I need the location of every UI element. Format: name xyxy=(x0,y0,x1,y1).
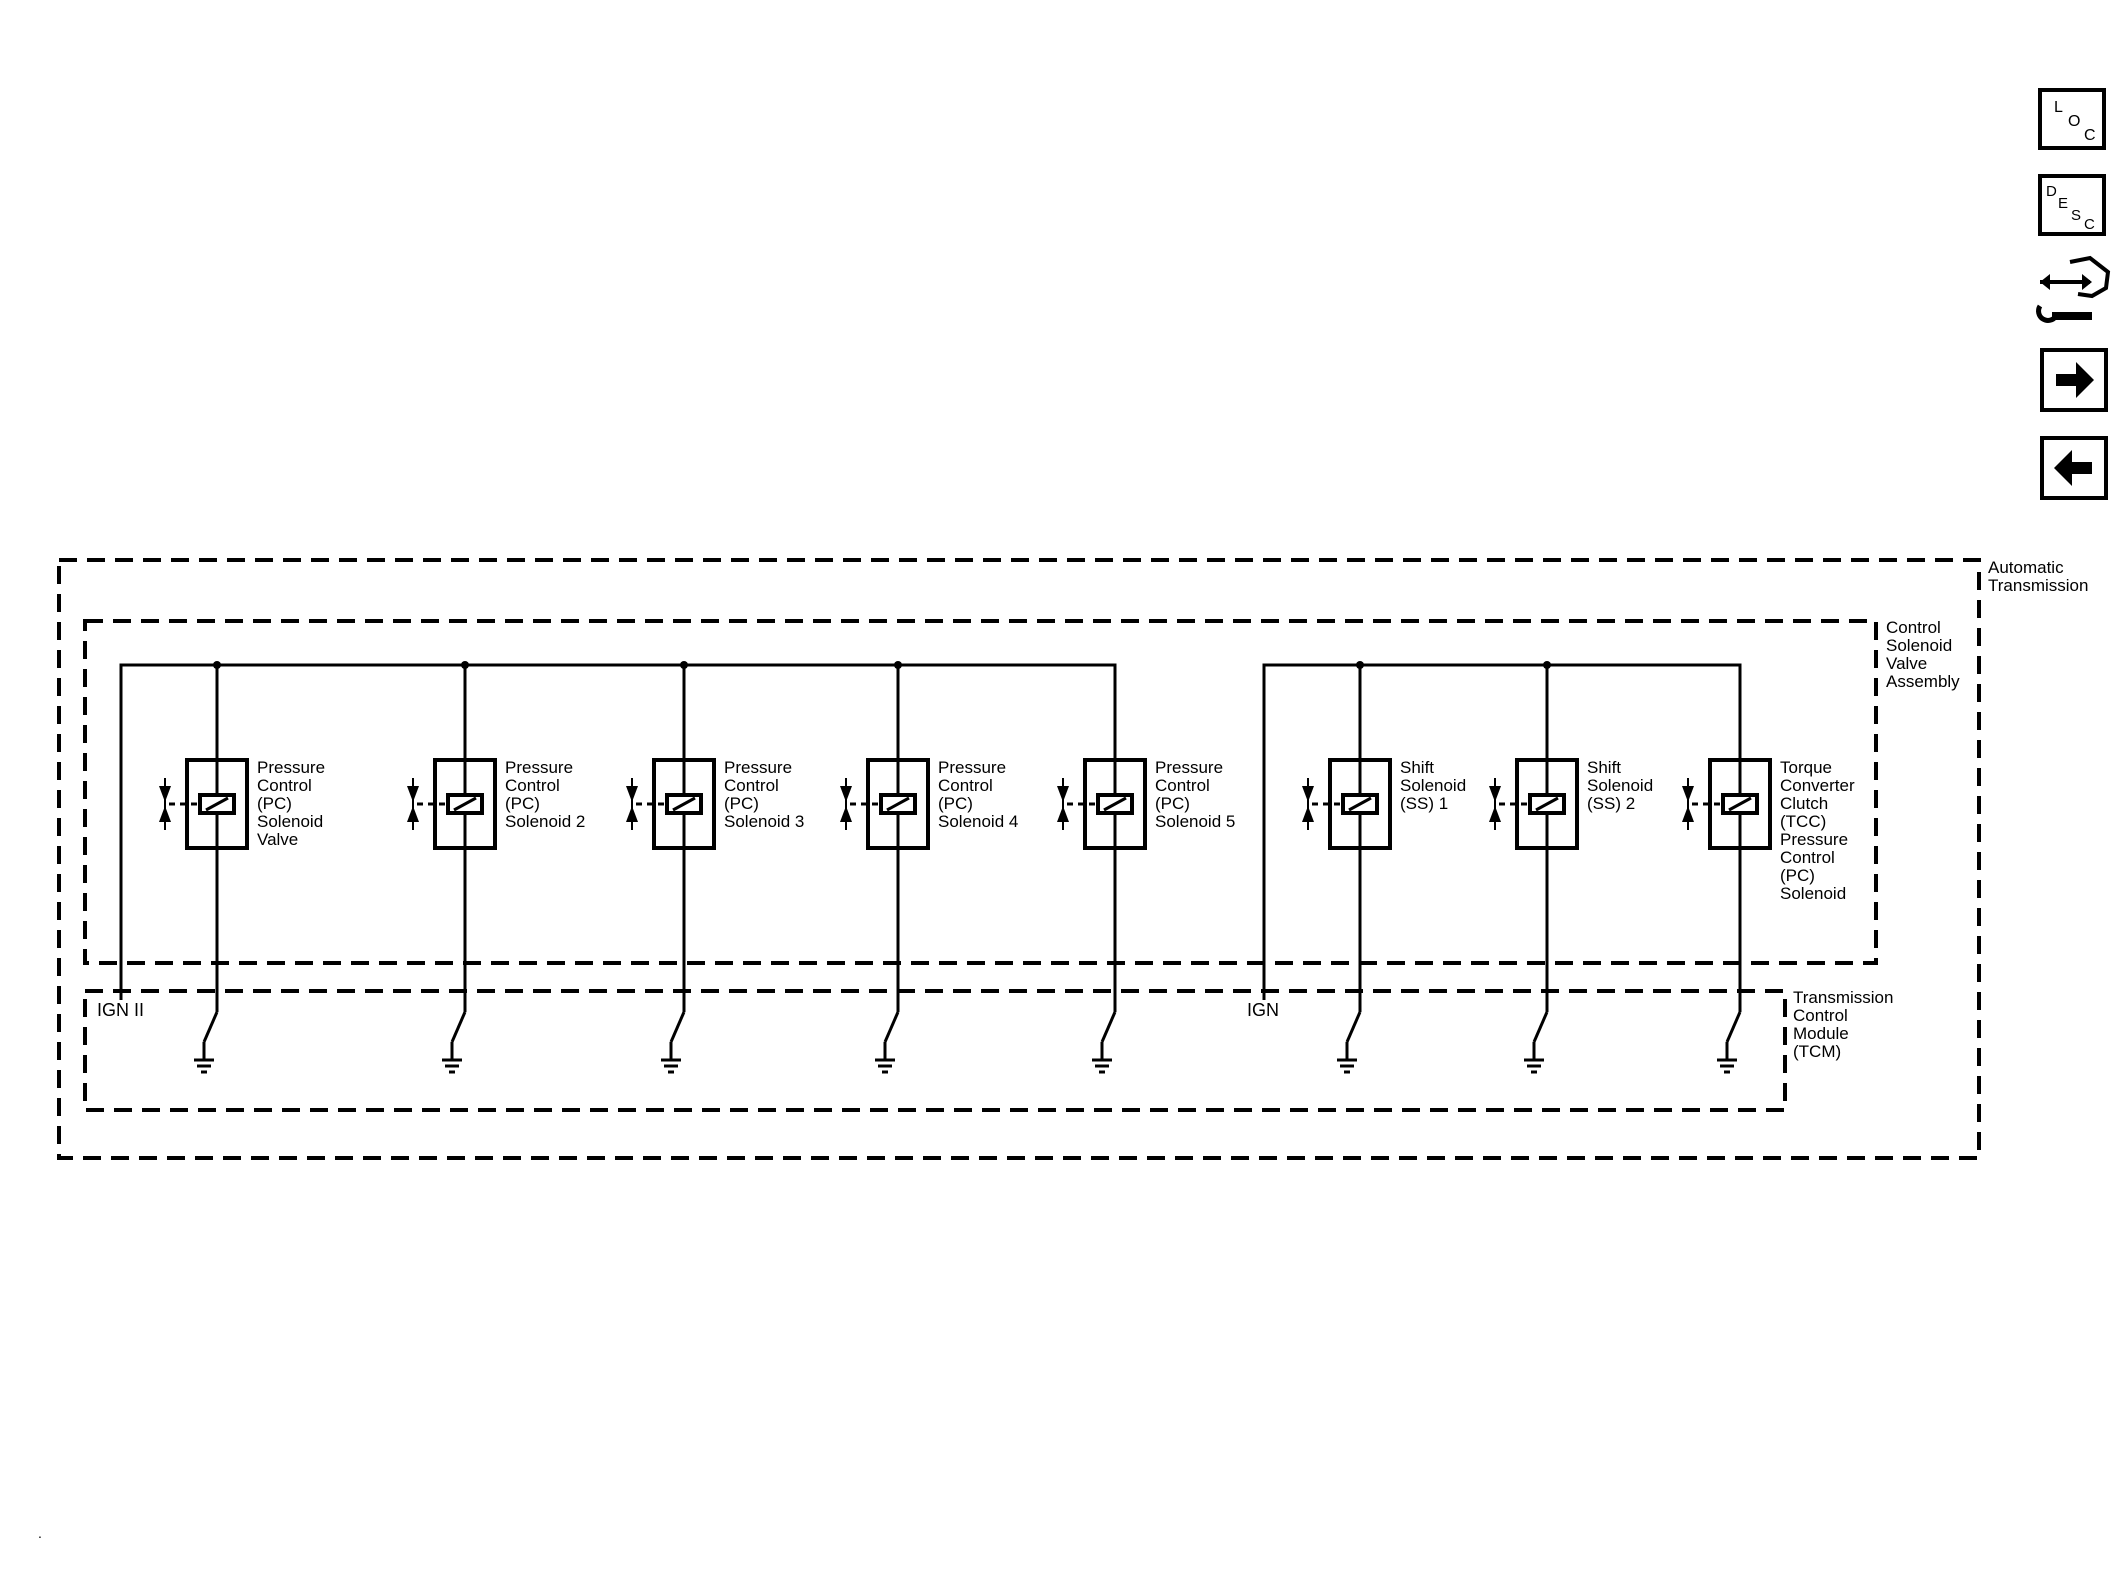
control-solenoid-valve-assembly-enclosure xyxy=(83,619,1878,965)
loc-glyph-o: O xyxy=(2068,113,2080,130)
coil-slash xyxy=(1728,796,1752,812)
driver-switch xyxy=(669,1011,686,1043)
driver-switch xyxy=(1725,1011,1742,1043)
coil-slash xyxy=(453,796,477,812)
coil-slash xyxy=(672,796,696,812)
loc-glyph-l: L xyxy=(2054,99,2063,116)
desc-glyph-c: C xyxy=(2084,216,2095,233)
coil-slash xyxy=(1535,796,1559,812)
tcm-enclosure xyxy=(83,989,1787,1112)
driver-switch xyxy=(883,1011,900,1043)
tcm-label: Transmission Control Module (TCM) xyxy=(1793,988,1898,1061)
connector-end-view-icon[interactable] xyxy=(2036,255,2111,323)
desc-glyph-d: D xyxy=(2046,183,2057,200)
desc-glyph-s: S xyxy=(2071,207,2081,224)
arrow-right-icon xyxy=(2056,362,2094,398)
coil-slash xyxy=(886,796,910,812)
loc-glyph-c: C xyxy=(2084,127,2096,144)
next-page-button[interactable] xyxy=(2040,348,2108,412)
driver-switch xyxy=(1100,1011,1117,1043)
description-button[interactable]: D E S C xyxy=(2038,174,2106,236)
coil-slash xyxy=(1103,796,1127,812)
driver-switch xyxy=(450,1011,467,1043)
ign-ii-label: IGN II xyxy=(97,1000,144,1020)
location-button[interactable]: L O C xyxy=(2038,88,2106,150)
driver-switch xyxy=(1345,1011,1362,1043)
arrow-left-icon xyxy=(2054,450,2092,486)
desc-glyph-e: E xyxy=(2058,195,2068,212)
previous-page-button[interactable] xyxy=(2040,436,2108,500)
coil-slash xyxy=(205,796,229,812)
driver-switch xyxy=(202,1011,219,1043)
corner-mark: . xyxy=(38,1525,42,1541)
control-solenoid-valve-assembly-label: Control Solenoid Valve Assembly xyxy=(1886,618,1960,691)
automatic-transmission-enclosure xyxy=(57,558,1981,1160)
ign-label: IGN xyxy=(1247,1000,1279,1020)
driver-switch xyxy=(1532,1011,1549,1043)
coil-slash xyxy=(1348,796,1372,812)
automatic-transmission-label: Automatic Transmission xyxy=(1988,558,2088,595)
